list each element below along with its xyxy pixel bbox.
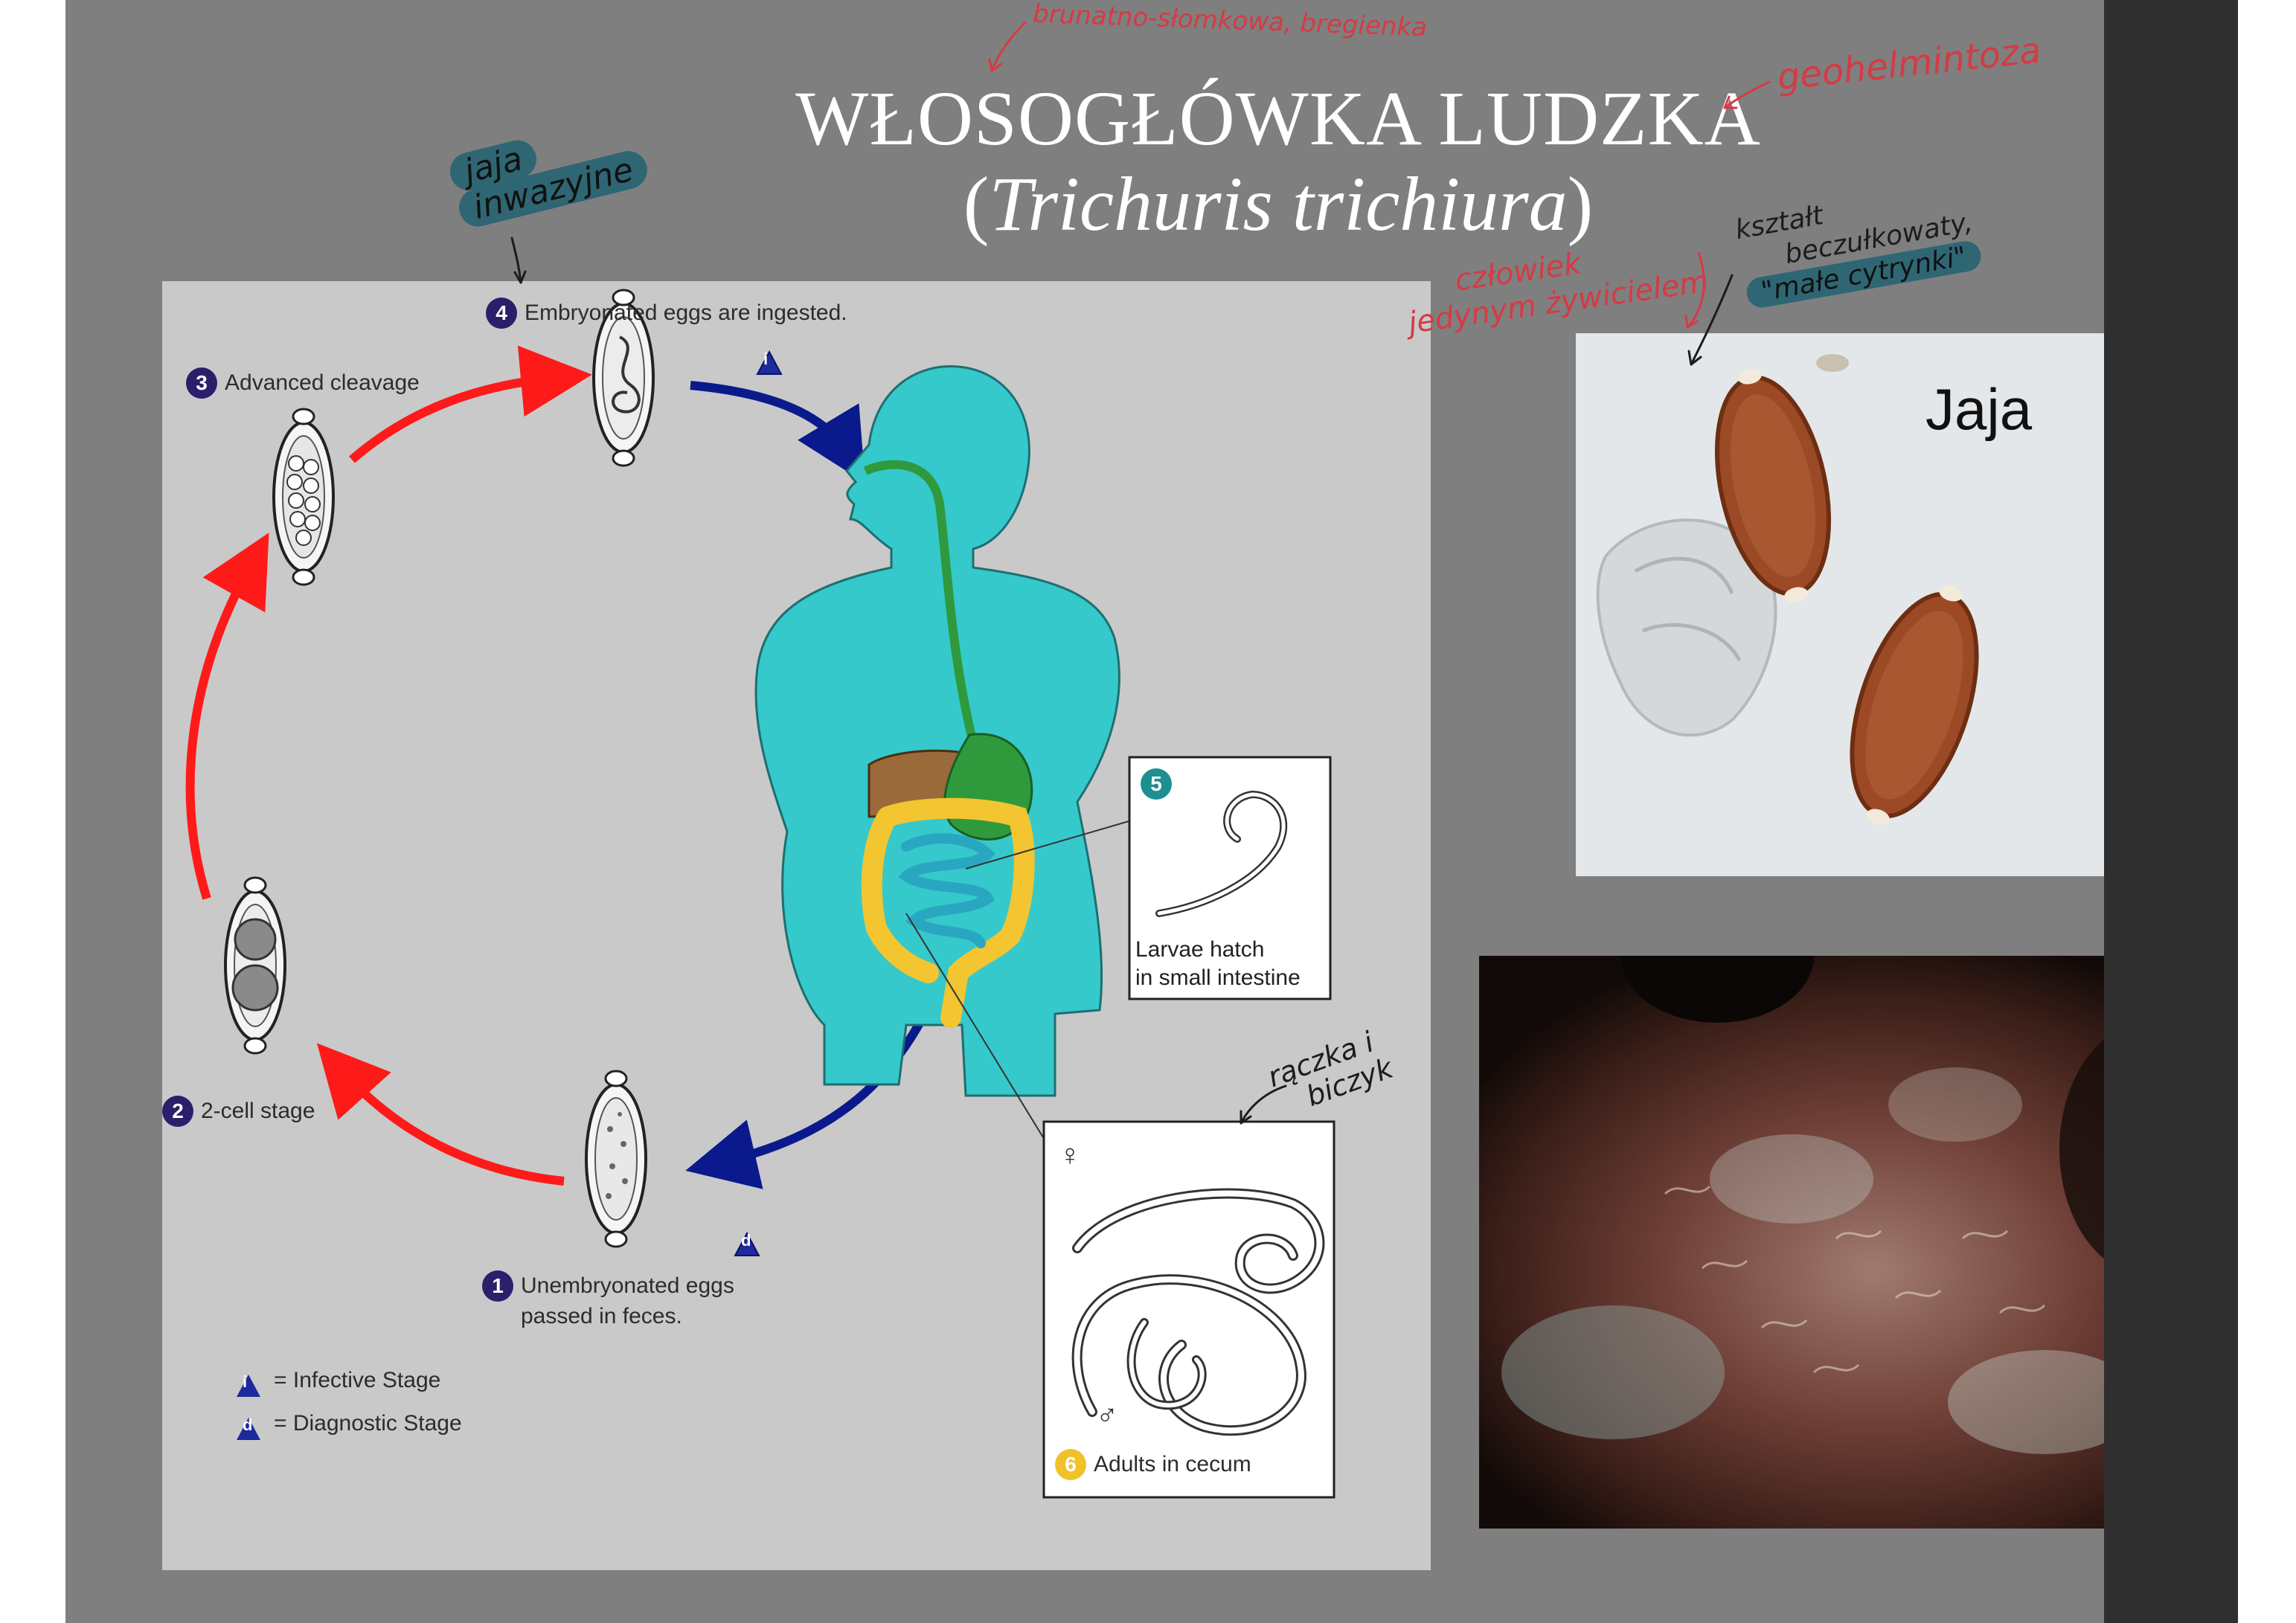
slide-title: WŁOSOGŁÓWKA LUDZKA — [795, 76, 1761, 161]
eggs-micrograph-drawing — [1576, 333, 2104, 876]
slide: WŁOSOGŁÓWKA LUDZKA (Trichuris trichiura) — [65, 0, 2104, 1623]
stage-2-label: 2 2-cell stage — [162, 1096, 315, 1128]
stage-6-text: Adults in cecum — [1094, 1452, 1251, 1477]
legend-infective-marker — [237, 1375, 260, 1397]
stage-3-label: 3 Advanced cleavage — [186, 367, 420, 399]
stage-5-text: Larvae hatch in small intestine — [1135, 936, 1301, 992]
legend-diagnostic-text: = Diagnostic Stage — [274, 1411, 462, 1436]
female-symbol: ♀ — [1059, 1139, 1081, 1172]
stage-4-text: Embryonated eggs are ingested. — [525, 301, 847, 326]
legend-infective-text: = Infective Stage — [274, 1368, 441, 1392]
stage-1-text-line1: Unembryonated eggs — [521, 1273, 734, 1299]
human-silhouette — [754, 364, 1120, 1097]
stage-6-label: 6 Adults in cecum — [1055, 1449, 1251, 1481]
stage-2-text: 2-cell stage — [201, 1099, 315, 1124]
legend-infective-letter: i — [243, 1372, 248, 1391]
infective-marker-letter: i — [763, 350, 769, 368]
stage-5-number: 5 — [1141, 768, 1172, 800]
male-symbol: ♂ — [1096, 1399, 1118, 1432]
annotation-arrows — [510, 21, 1771, 1125]
subtitle-close-paren: ) — [1567, 161, 1594, 247]
stage-5-text-line1: Larvae hatch — [1135, 937, 1265, 962]
stage-1-number: 1 — [482, 1270, 513, 1302]
stage-4-label: 4 Embryonated eggs are ingested. — [486, 298, 847, 330]
stage-1-label: 1 Unembryonated eggs passed in feces. — [482, 1270, 734, 1331]
stage-3-number: 3 — [186, 367, 217, 399]
life-cycle-drawing — [185, 289, 1335, 1499]
egg-unembryonated — [585, 1070, 647, 1248]
legend-diagnostic-marker — [237, 1418, 260, 1440]
diagnostic-marker — [734, 1231, 760, 1256]
arrow-ingestion — [690, 381, 865, 483]
diagnostic-marker-letter: d — [741, 1231, 751, 1250]
species-name: Trichuris trichiura — [989, 161, 1568, 247]
stage-5-text-line2: in small intestine — [1135, 965, 1301, 990]
infective-marker-top — [756, 350, 783, 375]
arrow-1-to-2 — [316, 1043, 565, 1186]
stage-3-text: Advanced cleavage — [225, 370, 420, 396]
egg-advanced-cleavage — [272, 408, 335, 586]
cecum-photo — [1479, 956, 2104, 1529]
subtitle-open-paren: ( — [963, 161, 990, 247]
right-side-bar — [2104, 0, 2238, 1623]
eggs-micrograph — [1576, 333, 2104, 876]
arrow-2-to-3 — [185, 533, 269, 900]
stage-1-text-line2: passed in feces. — [521, 1304, 682, 1329]
stage-4-number: 4 — [486, 298, 517, 330]
arrow-excretion — [685, 997, 937, 1189]
eggs-label: Jaja — [1925, 376, 2033, 442]
stage-2-number: 2 — [162, 1096, 193, 1128]
arrow-3-to-4 — [349, 345, 592, 463]
egg-2-cell — [224, 876, 286, 1055]
slide-subtitle: (Trichuris trichiura) — [616, 160, 1940, 248]
stage-6-number: 6 — [1055, 1449, 1086, 1481]
legend-diagnostic-letter: d — [243, 1415, 253, 1434]
cecum-photo-drawing — [1479, 956, 2104, 1529]
egg-embryonated — [592, 289, 655, 467]
